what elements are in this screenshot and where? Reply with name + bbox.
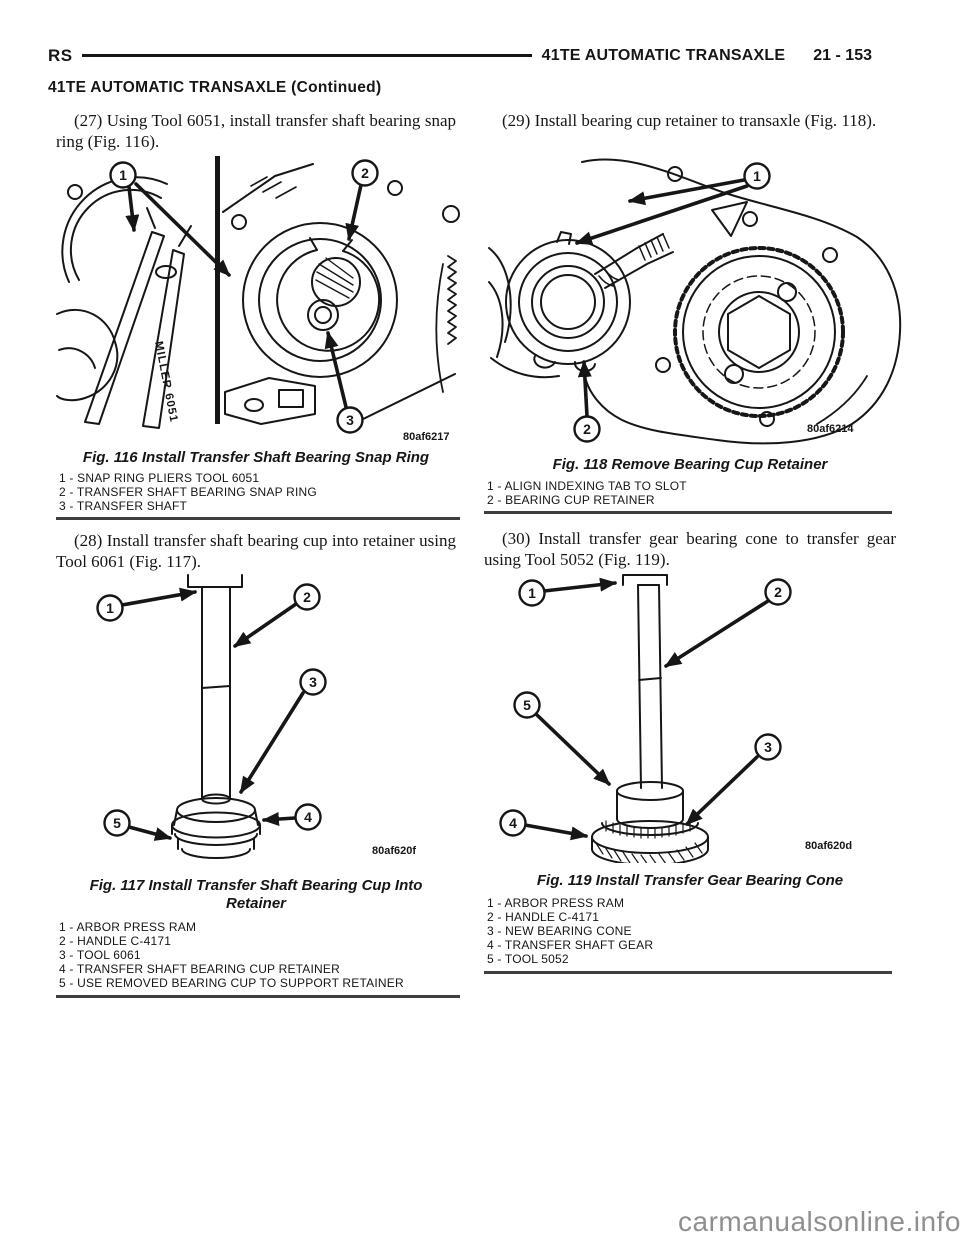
legend-item: 1 - ALIGN INDEXING TAB TO SLOT: [487, 479, 687, 493]
figure-119-caption: Fig. 119 Install Transfer Gear Bearing C…: [536, 872, 844, 889]
splined-shaft: [594, 233, 674, 289]
svg-text:3: 3: [346, 412, 354, 428]
step-27-text: (27) Using Tool 6051, install transfer s…: [56, 111, 456, 151]
svg-text:1: 1: [528, 585, 536, 601]
figure-116-legend: 1 - SNAP RING PLIERS TOOL 6051 2 - TRANS…: [56, 471, 460, 513]
svg-text:2: 2: [774, 584, 782, 600]
transfer-gear: [673, 246, 845, 418]
svg-text:4: 4: [304, 809, 312, 825]
callout-1: 1: [109, 161, 137, 189]
svg-text:1: 1: [106, 600, 114, 616]
callout-2: 2: [573, 415, 601, 443]
callout-1: 1: [96, 594, 124, 622]
callout-3: 3: [754, 733, 782, 761]
transaxle-case-right: [222, 163, 460, 425]
handle-shaft: [637, 584, 663, 789]
tool-label: MILLER 6051: [152, 340, 180, 423]
legend-divider: [484, 511, 892, 514]
legend-item: 3 - NEW BEARING CONE: [487, 924, 632, 938]
legend-item: 5 - TOOL 5052: [487, 952, 569, 966]
figure-119-illustration: 1 2 5 3 4 80af620d: [499, 574, 852, 863]
figure-118-legend: 1 - ALIGN INDEXING TAB TO SLOT 2 - BEARI…: [484, 479, 892, 507]
svg-text:1: 1: [753, 168, 761, 184]
legend-item: 2 - HANDLE C-4171: [59, 934, 172, 948]
callout-1: 1: [743, 162, 771, 190]
figure-117-illustration: 1 2 3 4 5 80af620f: [96, 574, 416, 859]
callout-arrows: [575, 178, 749, 418]
legend-item: 4 - TRANSFER SHAFT BEARING CUP RETAINER: [59, 962, 340, 976]
legend-item: 2 - HANDLE C-4171: [487, 910, 600, 924]
transfer-shaft-gear: [591, 820, 709, 863]
callout-5: 5: [103, 809, 131, 837]
header-section-code: RS: [48, 46, 73, 65]
callout-4: 4: [499, 809, 527, 837]
watermark: carmanualsonline.info: [678, 1206, 960, 1237]
svg-text:5: 5: [523, 697, 531, 713]
svg-text:2: 2: [583, 421, 591, 437]
svg-text:4: 4: [509, 815, 517, 831]
header-page-number: 21 - 153: [813, 46, 872, 64]
legend-item: 1 - ARBOR PRESS RAM: [59, 920, 197, 934]
figure-117-legend: 1 - ARBOR PRESS RAM 2 - HANDLE C-4171 3 …: [56, 920, 460, 990]
step-28-text: (28) Install transfer shaft bearing cup …: [56, 531, 456, 571]
legend-divider: [484, 971, 892, 974]
svg-text:2: 2: [303, 589, 311, 605]
svg-text:3: 3: [309, 674, 317, 690]
legend-item: 5 - USE REMOVED BEARING CUP TO SUPPORT R…: [59, 976, 404, 990]
figure-117-caption: Fig. 117 Install Transfer Shaft Bearing …: [89, 877, 423, 912]
figure-118-caption: Fig. 118 Remove Bearing Cup Retainer: [552, 456, 828, 473]
figure-119-image-code: 80af620d: [805, 840, 852, 852]
figure-119-legend: 1 - ARBOR PRESS RAM 2 - HANDLE C-4171 3 …: [484, 896, 892, 966]
legend-item: 4 - TRANSFER SHAFT GEAR: [487, 938, 654, 952]
figure-116-caption: Fig. 116 Install Transfer Shaft Bearing …: [82, 449, 430, 466]
hand: [488, 247, 560, 379]
panel-divider: [215, 156, 220, 424]
callout-2: 2: [293, 583, 321, 611]
callout-1: 1: [518, 579, 546, 607]
callout-3: 3: [336, 406, 364, 434]
callout-arrows: [125, 182, 363, 409]
legend-item: 1 - SNAP RING PLIERS TOOL 6051: [59, 471, 260, 485]
hand: [56, 309, 119, 402]
legend-item: 2 - TRANSFER SHAFT BEARING SNAP RING: [59, 485, 317, 499]
arbor-press-ram: [187, 574, 243, 588]
legend-divider: [56, 995, 460, 998]
header-rule: [81, 54, 532, 57]
legend-item: 3 - TRANSFER SHAFT: [59, 499, 188, 513]
figure-117-image-code: 80af620f: [372, 845, 416, 857]
svg-text:5: 5: [113, 815, 121, 831]
continued-title: 41TE AUTOMATIC TRANSAXLE (Continued): [48, 79, 382, 96]
callout-3: 3: [299, 668, 327, 696]
svg-text:3: 3: [764, 739, 772, 755]
figure-118-illustration: 1 2 80af6214: [488, 158, 902, 445]
svg-text:1: 1: [119, 167, 127, 183]
legend-item: 2 - BEARING CUP RETAINER: [487, 493, 655, 507]
bearing-cup-retainer: [505, 231, 631, 372]
step-30-text: (30) Install transfer gear bearing cone …: [484, 529, 896, 569]
figure-116-image-code: 80af6217: [403, 431, 450, 443]
callout-arrows: [523, 577, 770, 841]
arbor-press-ram: [622, 574, 668, 586]
legend-divider: [56, 517, 460, 520]
step-29-text: (29) Install bearing cup retainer to tra…: [502, 111, 877, 130]
handle-shaft: [201, 586, 231, 805]
bearing-cup-stack: [171, 797, 261, 859]
transaxle-bore-left: [61, 176, 168, 283]
header-title: 41TE AUTOMATIC TRANSAXLE: [541, 46, 786, 64]
page-header: RS 41TE AUTOMATIC TRANSAXLE 21 - 153: [48, 47, 872, 64]
callout-4: 4: [294, 803, 322, 831]
snap-ring-pliers: [84, 207, 192, 429]
legend-item: 1 - ARBOR PRESS RAM: [487, 896, 625, 910]
transaxle-case: [581, 158, 902, 445]
legend-item: 3 - TOOL 6061: [59, 948, 141, 962]
callout-arrows: [120, 587, 305, 841]
svg-text:2: 2: [361, 165, 369, 181]
callout-2: 2: [351, 159, 379, 187]
callout-2: 2: [764, 578, 792, 606]
callout-5: 5: [513, 691, 541, 719]
figure-116-illustration: MILLER 6051 1 2 3 80af6217: [56, 156, 460, 443]
figure-118-image-code: 80af6214: [807, 423, 854, 435]
